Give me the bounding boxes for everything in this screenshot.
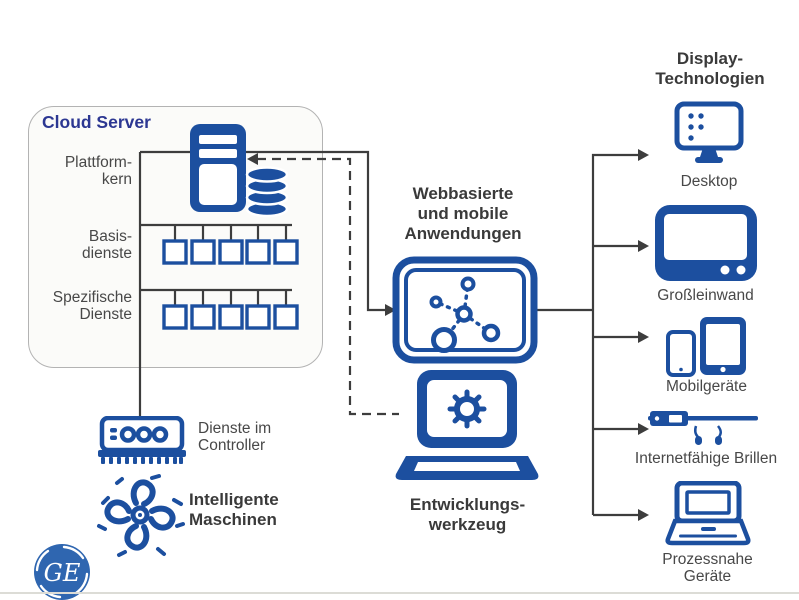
fan-icon: [97, 474, 185, 557]
layer-label-spezifische: Spezifische Dienste: [28, 289, 132, 323]
layer-label-line: Basis-: [88, 228, 132, 245]
devtool-label-line: Entwicklungs-: [409, 495, 526, 514]
webapps-label-line: Anwendungen: [404, 224, 522, 243]
process-laptop-icon: [665, 481, 751, 546]
controller-label: Dienste im Controller: [198, 420, 271, 454]
database-icon: [245, 166, 289, 218]
devtool-label-line: werkzeug: [428, 515, 507, 534]
device-label-prozessnahe: Prozessnahe Geräte: [662, 551, 753, 585]
desktop-monitor-icon: [674, 101, 744, 163]
device-label-desktop: Desktop: [680, 173, 738, 190]
gear-icon: [447, 389, 487, 429]
webapp-monitor-icon: [392, 256, 538, 364]
layer-label-line: Plattform-: [64, 154, 132, 171]
controller-label-line: Dienste im: [198, 420, 272, 437]
machines-label-line: Intelligente: [189, 490, 279, 509]
device-label-mobilgeraete: Mobilgeräte: [666, 378, 747, 395]
display-tech-title-line: Display-: [676, 49, 744, 68]
ge-logo: GE: [34, 544, 90, 600]
dashed-feedback-connector: [257, 157, 399, 416]
machines-label-line: Maschinen: [189, 510, 277, 529]
cloud-server-title: Cloud Server: [42, 112, 151, 132]
server-tower-icon: [190, 124, 246, 212]
display-tech-title: Display- Technologien: [635, 49, 785, 89]
specific-services-icons: [162, 304, 299, 330]
webapps-label: Webbasierte und mobile Anwendungen: [378, 184, 548, 244]
bottom-divider: [0, 592, 799, 594]
device-label-grossleinwand: Großleinwand: [657, 287, 754, 304]
layer-label-plattformkern: Plattform- kern: [28, 154, 132, 188]
webapps-label-line: und mobile: [417, 204, 509, 223]
mobile-devices-icon: [666, 317, 746, 377]
layer-label-line: kern: [101, 171, 132, 188]
layer-label-line: dienste: [82, 245, 132, 262]
devtool-label: Entwicklungs- werkzeug: [390, 495, 545, 535]
device-label-brillen: Internetfähige Brillen: [634, 450, 778, 467]
ge-monogram-text: GE: [44, 559, 81, 587]
machines-label: Intelligente Maschinen: [189, 490, 279, 530]
layer-label-line: Spezifische: [52, 289, 132, 306]
devtool-laptop-icon: [395, 370, 539, 480]
controller-icon: [98, 416, 186, 464]
large-screen-icon: [655, 205, 757, 281]
webapps-label-line: Webbasierte: [412, 184, 514, 203]
network-nodes: [429, 276, 501, 353]
smart-glasses-icon: [648, 411, 758, 445]
display-tech-title-line: Technologien: [655, 69, 765, 88]
arrowheads: [247, 149, 649, 521]
layer-label-basisdienste: Basis- dienste: [28, 228, 132, 262]
solid-connectors: [138, 150, 639, 517]
layer-label-line: Dienste: [79, 306, 132, 323]
basis-services-icons: [162, 239, 299, 265]
controller-label-line: Controller: [198, 437, 266, 454]
